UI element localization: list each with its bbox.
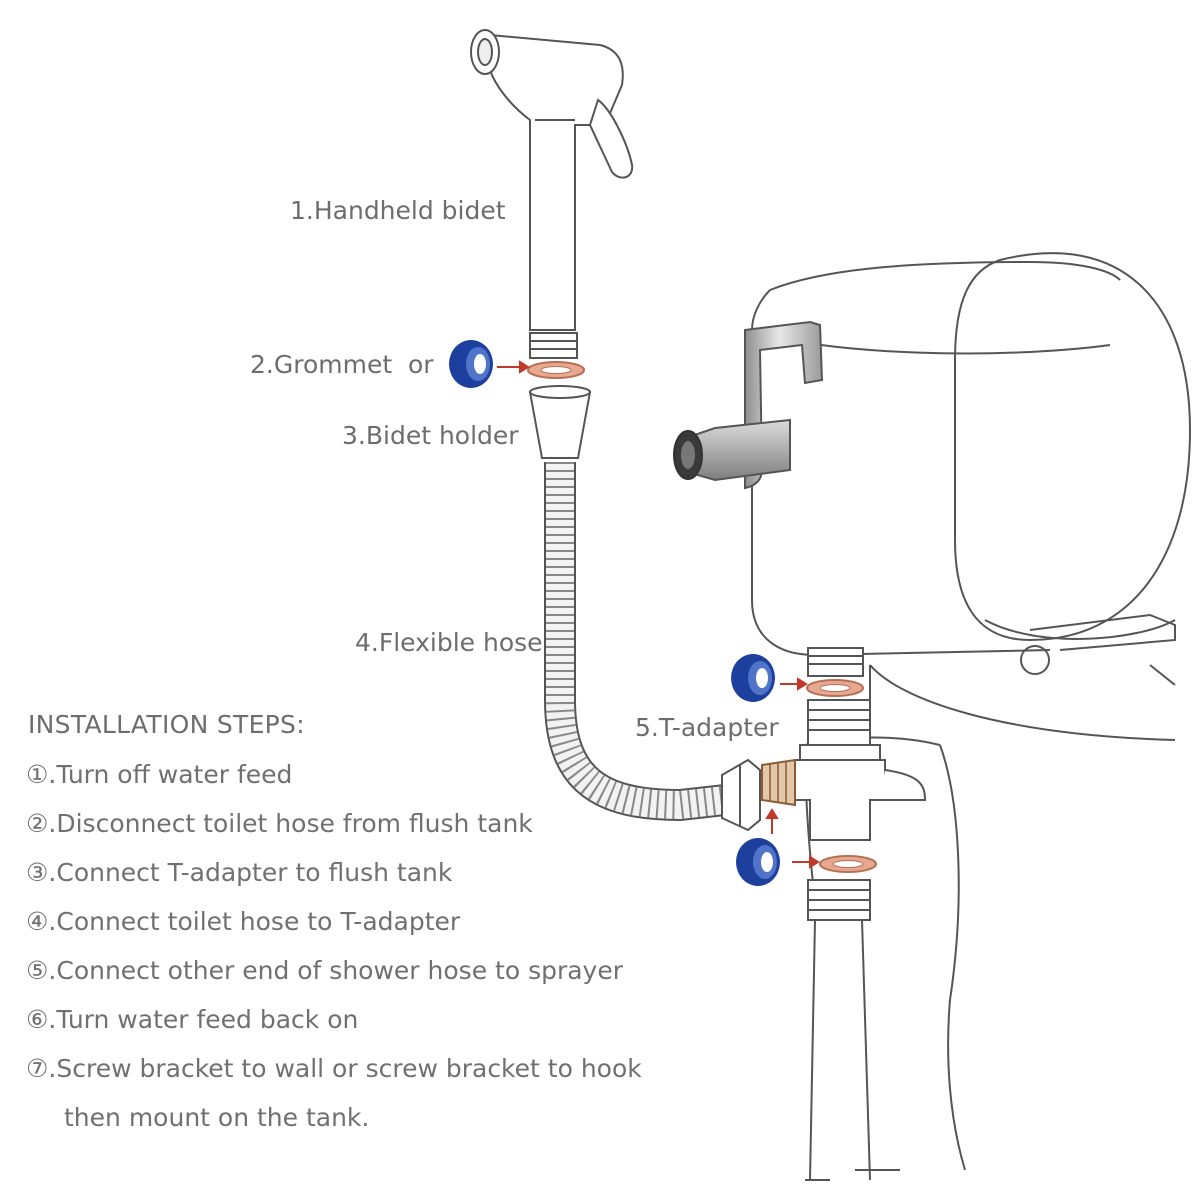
arrow-up-icon [765,808,779,834]
arrow-icon [792,855,820,869]
label-flexible-hose: 4.Flexible hose [355,628,543,657]
step-4: ④.Connect toilet hose to T-adapter [26,907,461,936]
label-t-adapter: 5.T-adapter [635,713,779,742]
label-grommet-or: or [408,350,434,379]
upper-gasket [806,679,864,697]
step-7: ⑦.Screw bracket to wall or screw bracket… [26,1054,642,1083]
label-bidet-holder: 3.Bidet holder [342,421,519,450]
blue-washer-icon [731,654,775,702]
grommet-gasket [527,361,585,379]
handheld-bidet [470,29,634,359]
installation-steps-title: INSTALLATION STEPS: [28,710,305,739]
arrow-icon [780,677,808,691]
t-adapter [794,699,927,1181]
label-grommet: 2.Grommet [250,350,393,379]
step-2: ②.Disconnect toilet hose from flush tank [26,809,533,838]
flexible-hose [544,462,727,822]
tank-inlet-thread [807,647,864,677]
step-5: ⑤.Connect other end of shower hose to sp… [26,956,624,985]
step-1: ①.Turn off water feed [26,760,293,789]
t-adapter-side-outlet [761,758,796,807]
step-7-continued: then mount on the tank. [64,1103,370,1132]
blue-washer-icon [449,340,493,388]
step-6: ⑥.Turn water feed back on [26,1005,359,1034]
arrow-icon [497,360,530,374]
step-3: ③.Connect T-adapter to flush tank [26,858,453,887]
blue-washer-icon [736,838,780,886]
bidet-holder [528,385,592,459]
hose-nut [721,758,761,832]
lower-gasket [819,855,877,873]
label-handheld-bidet: 1.Handheld bidet [290,196,506,225]
bracket-hook [673,320,824,490]
